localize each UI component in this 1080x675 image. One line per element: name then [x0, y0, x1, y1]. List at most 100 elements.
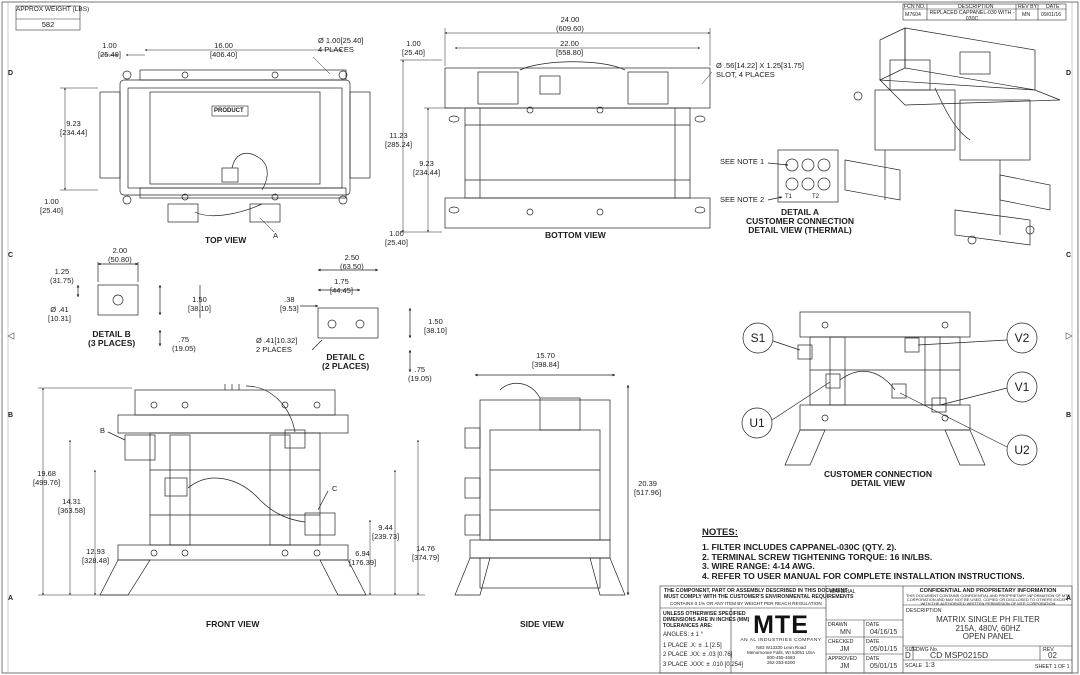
note-4: 4. REFER TO USER MANUAL FOR COMPLETE INS…: [702, 570, 1025, 581]
rev-description: REPLACED CAPPANEL-030 WITH - 030C: [929, 10, 1015, 22]
top-dim-d2: 16.00[406.40]: [210, 41, 238, 59]
tb-approved-date-label: DATE: [866, 656, 880, 662]
top-dim-h1: 9.23[234.44]: [60, 119, 88, 137]
zone-c-right: C: [1066, 252, 1072, 259]
detail-b-dim-v: .75(19.05): [172, 335, 196, 353]
tb-angles: ANGLES: ± 1 °: [663, 632, 704, 638]
tb-drawn-date: 04/16/15: [870, 629, 898, 636]
top-view-dimensions: [60, 49, 343, 233]
tb-description-label: DESCRIPTION: [906, 608, 942, 614]
detail-a-t2: T2: [812, 194, 820, 200]
terminal-v1: V1: [1014, 380, 1030, 394]
zone-a-right: A: [1066, 595, 1072, 602]
callout-a: A: [273, 231, 279, 240]
front-dim-a: 19.68[499.76]: [33, 469, 61, 487]
zone-d-right: D: [1066, 70, 1072, 77]
weight-label: APPROX WEIGHT (LBS): [16, 6, 90, 13]
zone-d-left: D: [8, 70, 14, 77]
product-label: PRODUCT: [214, 108, 244, 114]
note-3: 3. WIRE RANGE: 4-14 AWG.: [702, 561, 815, 572]
detail-a-t1: T1: [785, 194, 793, 200]
tb-checked-date: 05/01/15: [870, 646, 898, 653]
terminal-u1: U1: [749, 416, 765, 430]
top-dim-d3: 1.00[25.40]: [40, 197, 63, 215]
front-view-dimensions: [38, 387, 425, 596]
detail-c-dim-v: .75(19.05): [408, 365, 432, 383]
detail-c-dim-hole: Ø .41[10.32]2 PLACES: [256, 336, 298, 354]
weight-value: 582: [41, 20, 55, 29]
detail-c-drawing: [300, 268, 412, 373]
tb-checked-label: CHECKED: [828, 639, 854, 645]
detail-b-drawing: [76, 262, 201, 347]
tb-rev-label: REV: [1043, 647, 1054, 653]
tb-contains: CONTAINS 0.1% OR ANY ITEM BY WEIGHT PER …: [670, 601, 822, 606]
tb-place-1: 1 PLACE .X: ± .1 [2.5]: [663, 643, 722, 649]
tb-compliance-2: MUST COMPLY WITH THE CUSTOMER'S ENVIRONM…: [664, 594, 854, 600]
bottom-dim-h2: 9.23[234.44]: [413, 159, 441, 177]
tb-size: D: [905, 651, 911, 660]
notes-heading: NOTES:: [702, 527, 738, 538]
tb-approved-by: JM: [840, 663, 850, 670]
note-1: 1. FILTER INCLUDES CAPPANEL-030C (QTY. 2…: [702, 542, 897, 553]
tb-dwg: CD MSP0215D: [930, 650, 989, 660]
tb-tol-head-2: DIMENSIONS ARE IN INCHES (MM): [663, 617, 750, 623]
tb-compliance-1: THE COMPONENT, PART OR ASSEMBLY DESCRIBE…: [664, 588, 848, 594]
bottom-dim-h1: 11.23[285.24]: [385, 131, 413, 149]
side-dim-h: 20.39[517.96]: [634, 479, 662, 497]
zone-b-left: B: [8, 412, 14, 419]
bottom-dim-w1: 24.00(609.60): [556, 15, 584, 33]
top-dim-d1: 1.00[25.40]: [98, 41, 121, 59]
tb-tol-head-1: UNLESS OTHERWISE SPECIFIED: [663, 611, 746, 617]
front-dim-e: 9.44[239.73]: [372, 523, 400, 541]
tb-confidential-text: THIS DOCUMENT CONTAINS CONFIDENTIAL AND …: [906, 593, 1071, 607]
rev-header-date: DATE: [1046, 4, 1060, 10]
front-dim-b: 14.31[363.58]: [58, 497, 86, 515]
bottom-dim-l1: 1.00[25.40]: [402, 39, 425, 57]
detail-c-dim-w: 2.50(63.50): [340, 253, 364, 271]
zone-a-left: A: [8, 595, 14, 602]
terminal-u2: U2: [1014, 443, 1030, 457]
front-dim-c: 12.93[328.48]: [82, 547, 110, 565]
tb-rev: 02: [1048, 651, 1057, 660]
bottom-dim-w2: 22.00[558.80]: [556, 39, 584, 57]
detail-b-dim-h2: 1.50[38.10]: [188, 295, 211, 313]
detail-c-dim-w2: 1.75[44.45]: [330, 277, 353, 295]
detail-a-drawing: [767, 149, 839, 203]
front-view-drawing: [99, 384, 367, 596]
tb-scale: 1:3: [925, 662, 935, 669]
front-view-title: FRONT VIEW: [206, 619, 260, 629]
title-block-frame: [15, 3, 1073, 674]
detail-b-title: DETAIL B(3 PLACES): [88, 329, 136, 348]
note-2: 2. TERMINAL SCREW TIGHTENING TORQUE: 16 …: [702, 551, 933, 562]
tb-size-label: SIZE: [905, 647, 917, 653]
callout-c: C: [332, 484, 338, 493]
callout-b: B: [100, 426, 106, 435]
bottom-dim-slot: Ø .56[14.22] X 1.25[31.75]SLOT, 4 PLACES: [716, 61, 804, 79]
isometric-view-drawing: [844, 27, 1061, 246]
tb-dwg-label: DWG No.: [916, 647, 939, 653]
tb-drawn-date-label: DATE: [866, 622, 880, 628]
bottom-view-dimensions: [400, 28, 713, 233]
detail-b-dim-w: 2.00(50.80): [108, 246, 132, 264]
detail-c-title: DETAIL C(2 PLACES): [322, 352, 370, 371]
notes-block: NOTES: 1. FILTER INCLUDES CAPPANEL-030C …: [702, 528, 1025, 581]
front-dim-f: 14.76[374.79]: [412, 544, 440, 562]
tb-approved-label: APPROVED: [828, 656, 857, 662]
tb-place-3: 3 PLACE .XXX: ± .010 [0.254]: [663, 662, 744, 668]
tb-material-label: MATERIAL: [830, 589, 856, 595]
detail-c-dim-h: 1.50[38.10]: [424, 317, 447, 335]
tb-sheet: SHEET 1 OF 1: [1035, 664, 1070, 670]
zone-c-left: C: [8, 252, 14, 259]
tb-tol-head-3: TOLERANCES ARE:: [663, 623, 713, 629]
terminal-s1: S1: [750, 331, 766, 345]
mte-logo: MTE AN AL INDUSTRIES COMPANY: [740, 611, 822, 643]
tb-checked-by: JM: [840, 646, 850, 653]
detail-b-dim-h: 1.25(31.75): [50, 267, 74, 285]
detail-b-dim-hole: Ø .41[10.31]: [48, 305, 71, 323]
